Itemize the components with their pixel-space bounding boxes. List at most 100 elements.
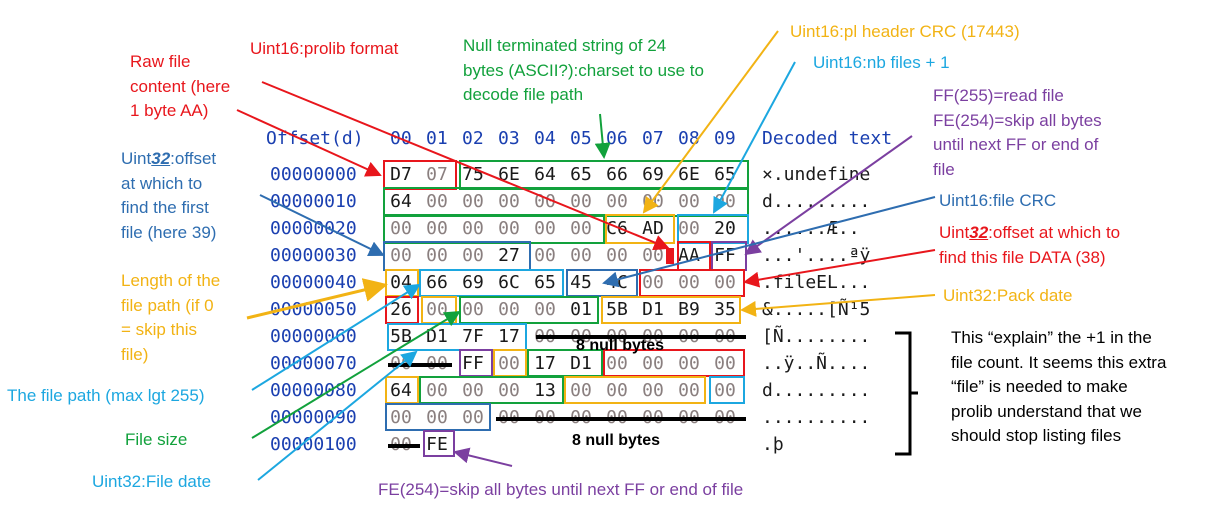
box-file-size-2 [459,296,599,324]
column-header: 02 [462,128,484,149]
box-pack-date [601,296,741,324]
hex-byte: 00 [462,245,484,266]
arrow-data-offset [743,249,936,288]
row-offset: 00000100 [270,434,357,455]
hex-byte: 00 [678,380,700,401]
hex-byte: 6C [498,272,520,293]
column-header: 06 [606,128,628,149]
hex-byte: 00 [570,380,592,401]
row-offset: 00000090 [270,407,357,428]
hex-byte: D7 [390,164,412,185]
box-prolib-format [383,160,457,190]
hex-byte: 5B [606,299,628,320]
box-charset-row0 [459,160,749,190]
annotation-file-path: The file path (max lgt 255) [7,386,205,405]
column-header: 04 [534,128,556,149]
hex-byte: 66 [426,272,448,293]
hex-byte: C6 [606,218,628,239]
hex-byte: 00 [462,380,484,401]
hex-byte: 00 [714,380,736,401]
hex-byte: 00 [606,380,628,401]
hex-byte: 00 [606,245,628,266]
box-fe-flag [423,430,455,457]
hex-byte: 00 [642,245,664,266]
hex-byte: AD [642,218,664,239]
annotation-fe-skip: FE(254)=skip all bytes until next FF or … [378,480,744,499]
column-header: 03 [498,128,520,149]
raw-content-marker [666,248,674,264]
annotation-file-date: Uint32:File date [92,472,212,491]
hex-byte: 65 [534,272,556,293]
row-offset: 00000020 [270,218,357,239]
hex-byte: 00 [498,380,520,401]
hex-byte: 64 [390,191,412,212]
hex-byte: D1 [426,326,448,347]
first-offset-rest: :offset at which to find the first file … [121,149,217,242]
decoded-text: &.....[Ñ¹5 [762,299,871,320]
hex-byte: 69 [642,164,664,185]
hex-byte: 17 [498,326,520,347]
annotation-file-size: File size [125,430,188,449]
hex-byte: 07 [426,164,448,185]
hex-byte: 00 [714,353,736,374]
hex-byte: 00 [390,245,412,266]
column-header: 05 [570,128,592,149]
decoded-text: .þ [762,434,784,455]
row-offset: 00000030 [270,245,357,266]
hex-byte: 00 [390,218,412,239]
annotation-charset: Null terminated string of 24 bytes (ASCI… [463,36,704,104]
hex-byte: 00 [642,380,664,401]
hex-byte: 7F [462,326,484,347]
hex-byte: 17 [534,353,556,374]
hex-byte: 00 [678,353,700,374]
arrow-fe-skip [453,447,513,467]
decoded-text: ..ÿ..Ñ.... [762,353,871,374]
hex-byte: 00 [426,380,448,401]
annotation-file-crc: Uint16:file CRC [939,191,1057,210]
strike-row100 [388,444,420,448]
hex-byte: AA [678,245,700,266]
hex-byte: 27 [498,245,520,266]
column-header: 07 [642,128,664,149]
annotation-raw-file: Raw file content (here 1 byte AA) [130,52,231,120]
row-offset: 00000070 [270,353,357,374]
box-nb-files [677,214,749,244]
hex-byte: 00 [498,353,520,374]
hex-byte: 00 [606,353,628,374]
arrow-read-flag [744,135,913,256]
hex-byte: 00 [534,245,556,266]
hex-byte: 00 [642,353,664,374]
hex-byte: FF [462,353,484,374]
annotation-first-file-offset: Uint32:offset at which to find the first… [121,147,216,245]
box-row80-orange2 [564,376,706,404]
hex-byte: 00 [534,299,556,320]
annotation-pl-header-crc: Uint16:pl header CRC (17443) [790,22,1020,41]
arrow-charset [594,113,611,159]
arrow-pl-header-crc [642,30,779,214]
decoded-text: ...'....ªÿ [762,245,871,266]
hex-byte: 64 [534,164,556,185]
hex-byte: FE [426,434,448,455]
annotation-explain: This “explain” the +1 in the file count.… [951,328,1167,445]
hex-byte: 00 [570,245,592,266]
annotation-path-length: Length of the file path (if 0 = skip thi… [121,271,221,364]
hex-byte: 64 [390,380,412,401]
column-header: 09 [714,128,736,149]
hex-byte: 35 [714,299,736,320]
hex-byte: 00 [678,191,700,212]
hex-byte: 69 [462,272,484,293]
hex-byte: 00 [714,272,736,293]
hex-byte: 00 [606,191,628,212]
row-offset: 00000010 [270,191,357,212]
annotation-data-offset: Uint32:offset at which to find this file… [939,221,1120,270]
hex-byte: 00 [678,272,700,293]
box-row80-green [419,376,564,404]
box-charset-row2 [383,214,605,244]
hex-byte: 26 [390,299,412,320]
bracket [895,331,918,456]
hex-byte: 00 [678,218,700,239]
arrow-file-date [257,350,418,481]
annotation-pack-date: Uint32:Pack date [943,286,1073,305]
row-offset: 00000050 [270,299,357,320]
hex-byte: 00 [426,407,448,428]
